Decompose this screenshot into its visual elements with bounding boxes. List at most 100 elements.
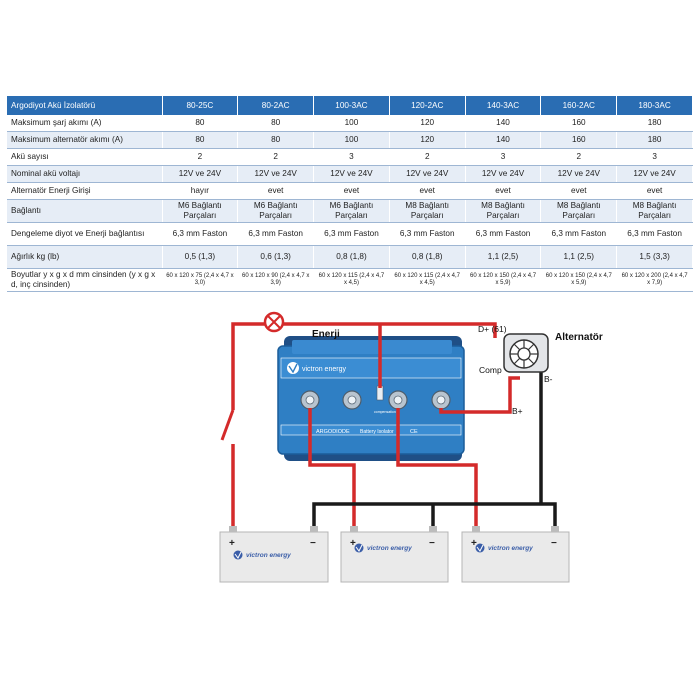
table-cell: 3 [616,148,693,166]
column-header: 160-2AC [540,96,618,115]
table-cell: 1,1 (2,5) [465,245,542,269]
table-cell: 60 x 120 x 150 (2,4 x 4,7 x 5,9) [465,268,542,292]
battery-minus-label: − [551,538,557,549]
battery-plus-label: + [229,538,235,549]
comp-label: Comp [479,365,502,375]
table-cell: M8 Bağlantı Parçaları [540,199,618,223]
isolator-faston-tab [376,385,384,401]
battery-1: + − victron energy [219,526,329,583]
d-plus-label: D+ (61) [478,324,507,334]
table-cell: 3 [465,148,542,166]
table-cell: 2 [389,148,466,166]
table-cell: 6,3 mm Faston [465,222,542,246]
energy-wire [231,322,497,390]
table-cell: 0,6 (1,3) [237,245,315,269]
alternator-label: Alternatör [555,332,603,343]
table-cell: 0,8 (1,8) [313,245,390,269]
column-header: 180-3AC [616,96,693,115]
isolator-comp-label: compensation [374,410,396,414]
table-row: Boyutlar y x g x d mm cinsinden (y x g x… [7,268,693,292]
table-cell: 2 [540,148,618,166]
row-label: Ağırlık kg (lb) [7,245,163,269]
victron-logo-icon [287,362,299,374]
table-cell: 120 [389,131,466,149]
table-cell: 6,3 mm Faston [389,222,466,246]
isolator-subtitle-text: Battery Isolator [360,429,394,435]
isolator-terminal [388,390,408,410]
table-cell: M6 Bağlantı Parçaları [162,199,239,223]
table-cell: 60 x 120 x 115 (2,4 x 4,7 x 4,5) [389,268,466,292]
isolator-label-band [280,357,462,379]
table-cell: 1,1 (2,5) [540,245,618,269]
table-cell: 12V ve 24V [465,165,542,183]
table-cell: 160 [540,131,618,149]
table-cell: evet [313,182,390,200]
b-plus-label: B+ [512,406,523,416]
table-cell: 60 x 120 x 150 (2,4 x 4,7 x 5,9) [540,268,618,292]
table-cell: M8 Bağlantı Parçaları [389,199,466,223]
column-header: Argodiyot Akü İzolatörü [7,96,163,115]
table-cell: 0,5 (1,3) [162,245,239,269]
isolator-bottom-band [280,424,462,436]
battery-plus-label: + [471,538,477,549]
table-cell: hayır [162,182,239,200]
row-label: Nominal akü voltajı [7,165,163,183]
battery-brand-text: victron energy [488,545,533,552]
table-cell: 12V ve 24V [313,165,390,183]
table-cell: 2 [237,148,315,166]
table-cell: 12V ve 24V [162,165,239,183]
isolator-terminal [342,390,362,410]
spec-table: Argodiyot Akü İzolatörü 80-25C 80-2AC 10… [7,96,693,292]
battery-brand-text: victron energy [367,545,412,552]
table-cell: M6 Bağlantı Parçaları [237,199,315,223]
table-cell: 0,8 (1,8) [389,245,466,269]
battery-plus-label: + [350,538,356,549]
table-row: Ağırlık kg (lb)0,5 (1,3)0,6 (1,3)0,8 (1,… [7,245,693,269]
table-cell: 60 x 120 x 115 (2,4 x 4,7 x 4,5) [313,268,390,292]
battery-3: + − victron energy [461,526,570,583]
isolator-brand-text: victron energy [302,366,346,373]
battery-minus-label: − [429,538,435,549]
energy-label: Enerji [312,329,340,340]
table-cell: evet [616,182,693,200]
alternator-icon [503,333,549,373]
table-cell: 80 [237,131,315,149]
positive-wires [231,322,520,532]
victron-logo-icon [233,550,243,560]
negative-wires [312,368,557,528]
table-header-row: Argodiyot Akü İzolatörü 80-25C 80-2AC 10… [7,96,693,115]
table-cell: 3 [313,148,390,166]
table-cell: 100 [313,131,390,149]
table-cell: 80 [162,115,239,132]
column-header: 140-3AC [465,96,542,115]
table-cell: 120 [389,115,466,132]
isolator-terminal [431,390,451,410]
row-label: Boyutlar y x g x d mm cinsinden (y x g x… [7,268,163,292]
table-cell: 12V ve 24V [237,165,315,183]
table-cell: evet [237,182,315,200]
table-cell: 60 x 120 x 75 (2,4 x 4,7 x 3,0) [162,268,239,292]
isolator-ce-text: CE [410,429,418,435]
table-cell: 6,3 mm Faston [616,222,693,246]
column-header: 100-3AC [313,96,390,115]
column-header: 80-2AC [237,96,315,115]
battery-brand-text: victron energy [246,552,291,559]
battery3-positive-wire [396,408,478,528]
table-cell: 60 x 120 x 90 (2,4 x 4,7 x 3,9) [237,268,315,292]
table-cell: evet [540,182,618,200]
table-cell: 100 [313,115,390,132]
table-cell: 60 x 120 x 200 (2,4 x 4,7 x 7,9) [616,268,693,292]
battery-minus-label: − [310,538,316,549]
b-minus-label: B- [544,374,553,384]
table-cell: 6,3 mm Faston [540,222,618,246]
victron-logo-icon [354,543,364,553]
battery2-positive-wire [308,408,356,528]
column-header: 120-2AC [389,96,466,115]
table-cell: evet [465,182,542,200]
